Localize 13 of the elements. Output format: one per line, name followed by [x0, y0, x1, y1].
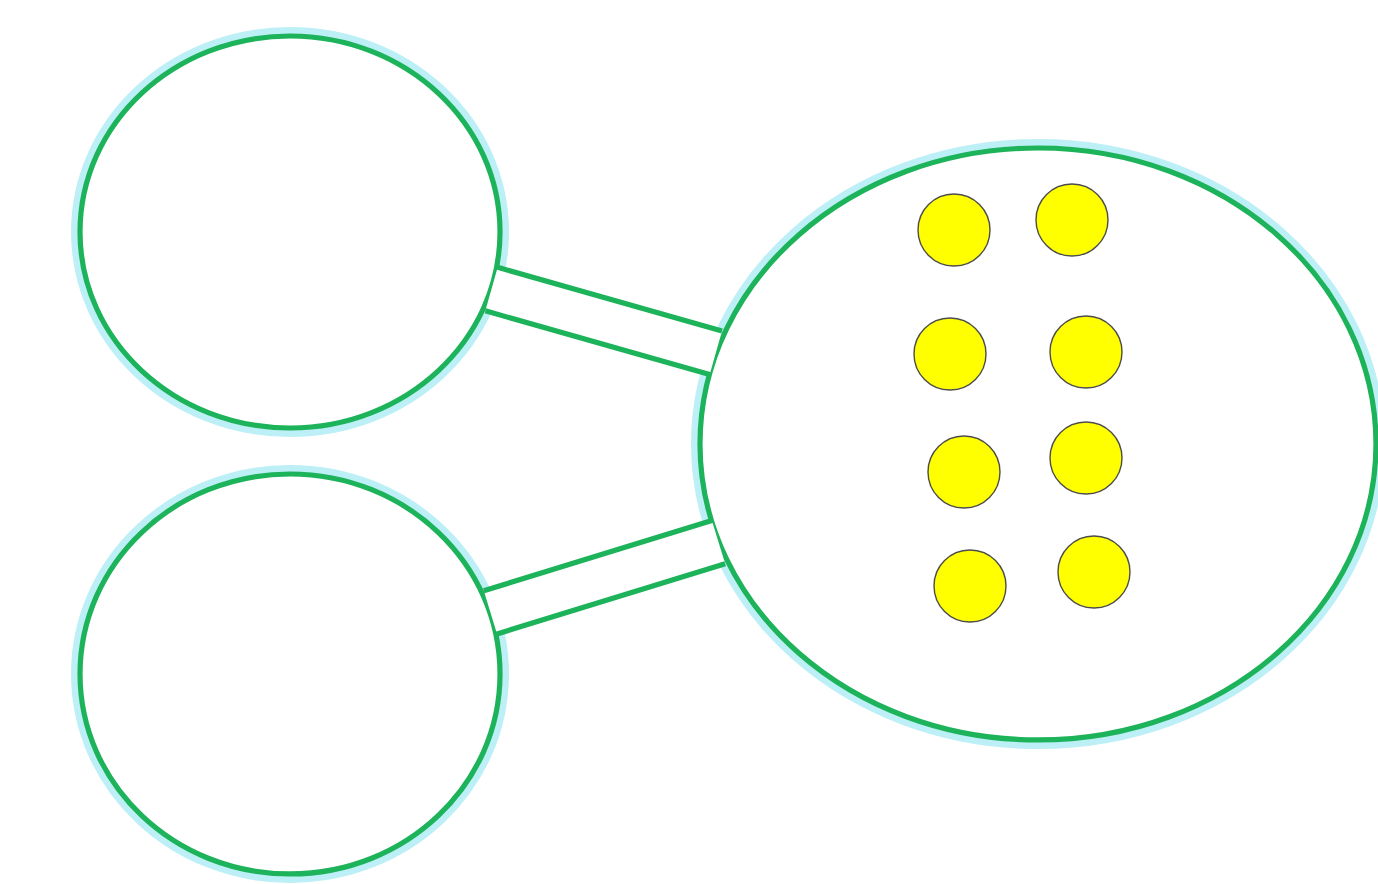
connector-band [484, 264, 723, 377]
counter-dot [913, 317, 987, 391]
circle-frame [691, 139, 1378, 749]
counter-dot [927, 435, 1001, 509]
counter-dot [1049, 315, 1123, 389]
counter-dot [1035, 183, 1109, 257]
counter-dot [1057, 535, 1131, 609]
circle-frame [71, 465, 509, 883]
counter-dot [933, 549, 1007, 623]
connector-band [483, 518, 726, 637]
counter-dot [917, 193, 991, 267]
circle-frame [71, 27, 509, 437]
counter-dot [1049, 421, 1123, 495]
